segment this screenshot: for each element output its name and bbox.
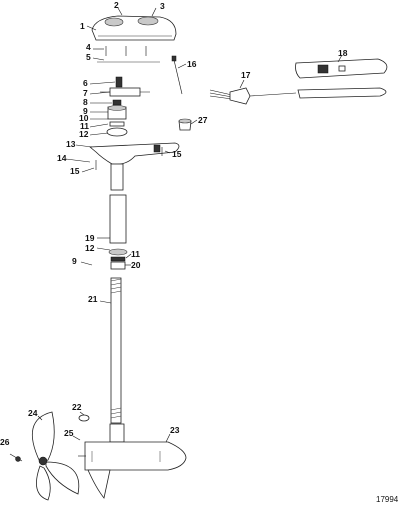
callout-23: 23	[170, 425, 180, 435]
leader-lines	[37, 7, 343, 443]
callout-9-upper: 9	[83, 106, 88, 116]
callout-13: 13	[66, 139, 76, 149]
pin-set-top	[97, 46, 160, 63]
callout-15-left: 15	[70, 166, 80, 176]
callout-6: 6	[83, 78, 88, 88]
callout-15-right: 15	[172, 149, 182, 159]
callout-2: 2	[114, 0, 119, 10]
callout-22: 22	[72, 402, 82, 412]
callout-19: 19	[85, 233, 95, 243]
callout-11-lower: 11	[131, 249, 140, 259]
callout-24: 24	[28, 408, 38, 418]
callout-7: 7	[83, 88, 88, 98]
callout-26: 26	[0, 437, 10, 447]
motor-housing	[84, 423, 187, 499]
foot-pedal	[295, 58, 388, 99]
shaft-lower	[110, 277, 122, 424]
cable-tie	[171, 55, 183, 95]
callout-8: 8	[83, 97, 88, 107]
callout-4: 4	[86, 42, 91, 52]
callout-20: 20	[131, 260, 141, 270]
control-head-cover	[91, 15, 177, 41]
callout-9-lower: 9	[72, 256, 77, 266]
propeller	[32, 411, 80, 501]
callout-27: 27	[198, 115, 208, 125]
callout-3: 3	[160, 1, 165, 11]
callout-12-upper: 12	[79, 129, 89, 139]
shaft-upper	[108, 163, 128, 270]
callout-17: 17	[241, 70, 251, 80]
wire-harness	[209, 87, 297, 105]
mount-bracket	[88, 142, 180, 170]
callout-14: 14	[57, 153, 67, 163]
callout-11-upper: 11	[80, 121, 89, 131]
callout-21: 21	[88, 294, 98, 304]
callout-12-lower: 12	[85, 243, 95, 253]
callout-18: 18	[338, 48, 348, 58]
callout-16: 16	[187, 59, 197, 69]
figure-reference-number: 17994	[376, 495, 399, 504]
callout-10: 10	[79, 113, 89, 123]
callout-1: 1	[80, 21, 85, 31]
callout-labels: 1 2 3 4 5 6 7 8 9 10 11 12 13 14 15 15 1…	[0, 0, 348, 447]
switch-stack	[100, 76, 150, 137]
callout-25: 25	[64, 428, 74, 438]
callout-5: 5	[86, 52, 91, 62]
knob-27	[178, 118, 192, 131]
